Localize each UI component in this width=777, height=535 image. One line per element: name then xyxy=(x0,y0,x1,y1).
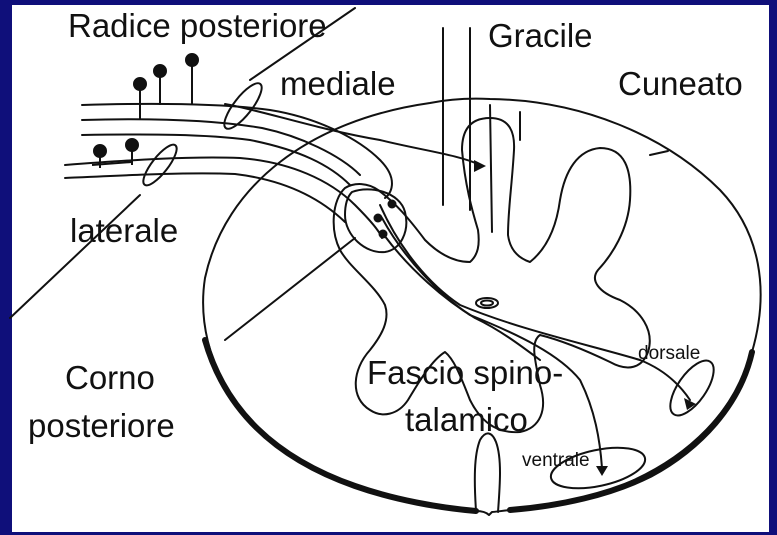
ganglion-cell-5 xyxy=(126,139,138,151)
label-gracile: Gracile xyxy=(488,18,593,54)
ganglion-cell-4 xyxy=(94,145,106,157)
neuron-cell-2 xyxy=(374,214,383,223)
label-cuneato: Cuneato xyxy=(618,66,743,102)
label-posteriore: posteriore xyxy=(28,408,175,444)
label-laterale: laterale xyxy=(70,213,178,249)
neuron-cell-3 xyxy=(379,230,388,239)
label-dorsale: dorsale xyxy=(638,344,700,365)
neuron-cell-1 xyxy=(388,200,397,209)
label-talamico: talamico xyxy=(405,402,528,438)
ganglion-cell-3 xyxy=(186,54,198,66)
label-corno: Corno xyxy=(65,360,155,396)
ganglion-cell-1 xyxy=(134,78,146,90)
label-fascio-spino: Fascio spino- xyxy=(367,355,563,391)
ganglion-cell-2 xyxy=(154,65,166,77)
label-ventrale: ventrale xyxy=(522,451,590,472)
label-mediale: mediale xyxy=(280,66,396,102)
label-radice-posteriore: Radice posteriore xyxy=(68,8,327,44)
